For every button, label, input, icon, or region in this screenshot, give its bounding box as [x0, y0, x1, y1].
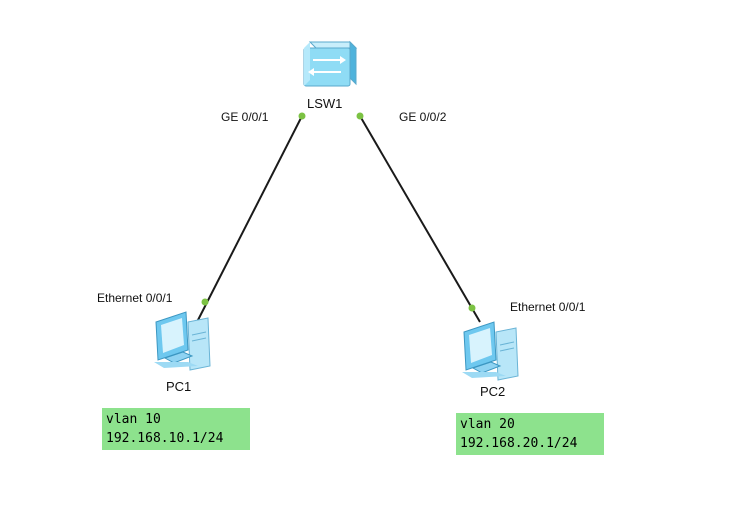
switch-name-label: LSW1 [307, 96, 343, 111]
pc2-config-note: vlan 20 192.168.20.1/24 [456, 413, 604, 455]
pc1-icon[interactable] [154, 311, 211, 371]
port-dot-pc2-eth001[interactable] [468, 304, 476, 312]
link-lsw1-pc2[interactable] [359, 115, 481, 323]
pc2-vlan-text: vlan 20 [460, 417, 515, 432]
pc1-ip-text: 192.168.10.1/24 [106, 431, 224, 446]
pc1-config-note: vlan 10 192.168.10.1/24 [102, 408, 250, 450]
pc2-ip-text: 192.168.20.1/24 [460, 436, 578, 451]
port-dot-pc1-eth001[interactable] [201, 298, 209, 306]
pc1-vlan-text: vlan 10 [106, 412, 161, 427]
port-label-pc1-eth001: Ethernet 0/0/1 [97, 291, 173, 305]
link-lsw1-pc1[interactable] [196, 115, 303, 323]
port-label-lsw1-ge002: GE 0/0/2 [399, 110, 447, 124]
port-label-lsw1-ge001: GE 0/0/1 [221, 110, 269, 124]
port-dot-lsw1-ge001[interactable] [298, 112, 306, 120]
pc2-icon[interactable] [462, 321, 519, 381]
port-dot-lsw1-ge002[interactable] [356, 112, 364, 120]
port-label-pc2-eth001: Ethernet 0/0/1 [510, 300, 586, 314]
pc2-name-label: PC2 [480, 384, 506, 399]
pc1-name-label: PC1 [166, 379, 192, 394]
switch-icon[interactable] [303, 40, 358, 87]
